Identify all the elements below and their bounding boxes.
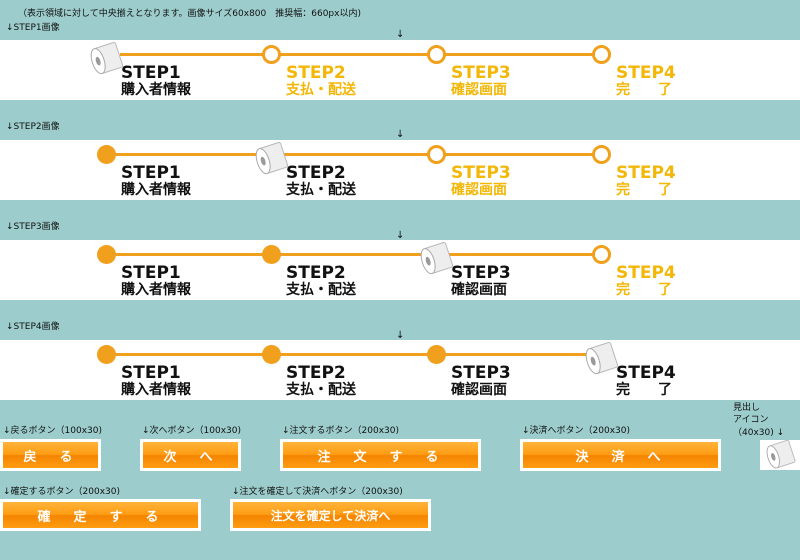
toilet-paper-roll-icon	[584, 341, 622, 381]
toilet-paper-roll-icon	[89, 41, 127, 81]
confirm-button-caption: ↓確定するボタン（200x30)	[3, 487, 121, 497]
step2-label: 支払・配送	[286, 82, 356, 98]
progress-line	[120, 53, 600, 56]
step1-marker	[97, 145, 116, 164]
back-button[interactable]: 戻 る	[0, 439, 101, 471]
step2-label: 支払・配送	[286, 382, 356, 398]
confirm-and-pay-button-label: 注文を確定して決済へ	[233, 502, 428, 528]
step3-label: 確認画面	[451, 182, 507, 198]
progress-line	[105, 153, 600, 156]
next-button[interactable]: 次 へ	[140, 439, 241, 471]
step3-title: STEP3	[451, 63, 511, 83]
step1-label: 購入者情報	[121, 282, 191, 298]
step1-image-caption: ↓STEP1画像	[6, 23, 60, 33]
step2-label: 支払・配送	[286, 182, 356, 198]
step1-label: 購入者情報	[121, 82, 191, 98]
step1-title: STEP1	[121, 263, 181, 283]
step2-label: 支払・配送	[286, 282, 356, 298]
step4-label: 完 了	[616, 82, 672, 98]
size-note: （表示領域に対して中央揃えとなります。画像サイズ60x800 推奨幅：660px…	[18, 9, 361, 19]
step1-title: STEP1	[121, 163, 181, 183]
step3-marker	[427, 45, 446, 64]
heading-icon-caption: （40x30) ↓	[733, 428, 785, 438]
toilet-paper-roll-icon	[419, 241, 457, 281]
center-pointer: ↓	[396, 330, 405, 341]
center-pointer: ↓	[396, 230, 405, 241]
step3-marker	[427, 145, 446, 164]
center-pointer: ↓	[396, 129, 405, 140]
step4-title: STEP4	[616, 363, 676, 383]
progress-line	[105, 253, 600, 256]
confirm-button-label: 確 定 す る	[3, 502, 198, 528]
order-button-label: 注 文 す る	[283, 442, 478, 468]
confirm-and-pay-button-caption: ↓注文を確定して決済へボタン（200x30)	[232, 487, 403, 497]
step4-image-caption: ↓STEP4画像	[6, 322, 60, 332]
step2-title: STEP2	[286, 363, 346, 383]
heading-icon-caption: アイコン	[733, 415, 769, 425]
step2-image-caption: ↓STEP2画像	[6, 122, 60, 132]
step2-title: STEP2	[286, 63, 346, 83]
step1-title: STEP1	[121, 63, 181, 83]
center-pointer: ↓	[396, 29, 405, 40]
step4-label: 完 了	[616, 382, 672, 398]
step3-image-caption: ↓STEP3画像	[6, 222, 60, 232]
step4-title: STEP4	[616, 63, 676, 83]
confirm-and-pay-button[interactable]: 注文を確定して決済へ	[230, 499, 431, 531]
step1-label: 購入者情報	[121, 182, 191, 198]
next-button-caption: ↓次へボタン（100x30)	[142, 426, 242, 436]
step3-marker	[427, 345, 446, 364]
step3-label: 確認画面	[451, 382, 507, 398]
pay-button[interactable]: 決 済 へ	[520, 439, 721, 471]
step2-marker	[262, 245, 281, 264]
step3-label: 確認画面	[451, 82, 507, 98]
step1-progress-bar: STEP1 購入者情報 STEP2 支払・配送 STEP3 確認画面 STEP4…	[0, 40, 800, 100]
step4-marker	[592, 245, 611, 264]
order-button-caption: ↓注文するボタン（200x30)	[282, 426, 400, 436]
step1-label: 購入者情報	[121, 382, 191, 398]
back-button-caption: ↓戻るボタン（100x30)	[3, 426, 103, 436]
heading-icon-sample	[760, 440, 800, 470]
toilet-paper-roll-icon	[763, 440, 800, 470]
step4-marker	[592, 45, 611, 64]
step4-marker	[592, 145, 611, 164]
step2-title: STEP2	[286, 263, 346, 283]
step3-title: STEP3	[451, 263, 511, 283]
step3-title: STEP3	[451, 163, 511, 183]
pay-button-label: 決 済 へ	[523, 442, 718, 468]
step1-marker	[97, 345, 116, 364]
pay-button-caption: ↓決済へボタン（200x30)	[522, 426, 631, 436]
step1-marker	[97, 245, 116, 264]
heading-icon-caption: 見出し	[733, 403, 761, 413]
confirm-button[interactable]: 確 定 す る	[0, 499, 201, 531]
step4-label: 完 了	[616, 182, 672, 198]
step2-progress-bar: STEP1 購入者情報 STEP2 支払・配送 STEP3 確認画面 STEP4…	[0, 140, 800, 200]
back-button-label: 戻 る	[3, 442, 98, 468]
step4-label: 完 了	[616, 282, 672, 298]
next-button-label: 次 へ	[143, 442, 238, 468]
step2-title: STEP2	[286, 163, 346, 183]
step2-marker	[262, 345, 281, 364]
progress-line	[105, 353, 600, 356]
step3-title: STEP3	[451, 363, 511, 383]
step2-marker	[262, 45, 281, 64]
step4-title: STEP4	[616, 163, 676, 183]
order-button[interactable]: 注 文 す る	[280, 439, 481, 471]
step4-title: STEP4	[616, 263, 676, 283]
toilet-paper-roll-icon	[254, 141, 292, 181]
step3-label: 確認画面	[451, 282, 507, 298]
step4-progress-bar: STEP1 購入者情報 STEP2 支払・配送 STEP3 確認画面 STEP4…	[0, 340, 800, 400]
step1-title: STEP1	[121, 363, 181, 383]
step3-progress-bar: STEP1 購入者情報 STEP2 支払・配送 STEP3 確認画面 STEP4…	[0, 240, 800, 300]
